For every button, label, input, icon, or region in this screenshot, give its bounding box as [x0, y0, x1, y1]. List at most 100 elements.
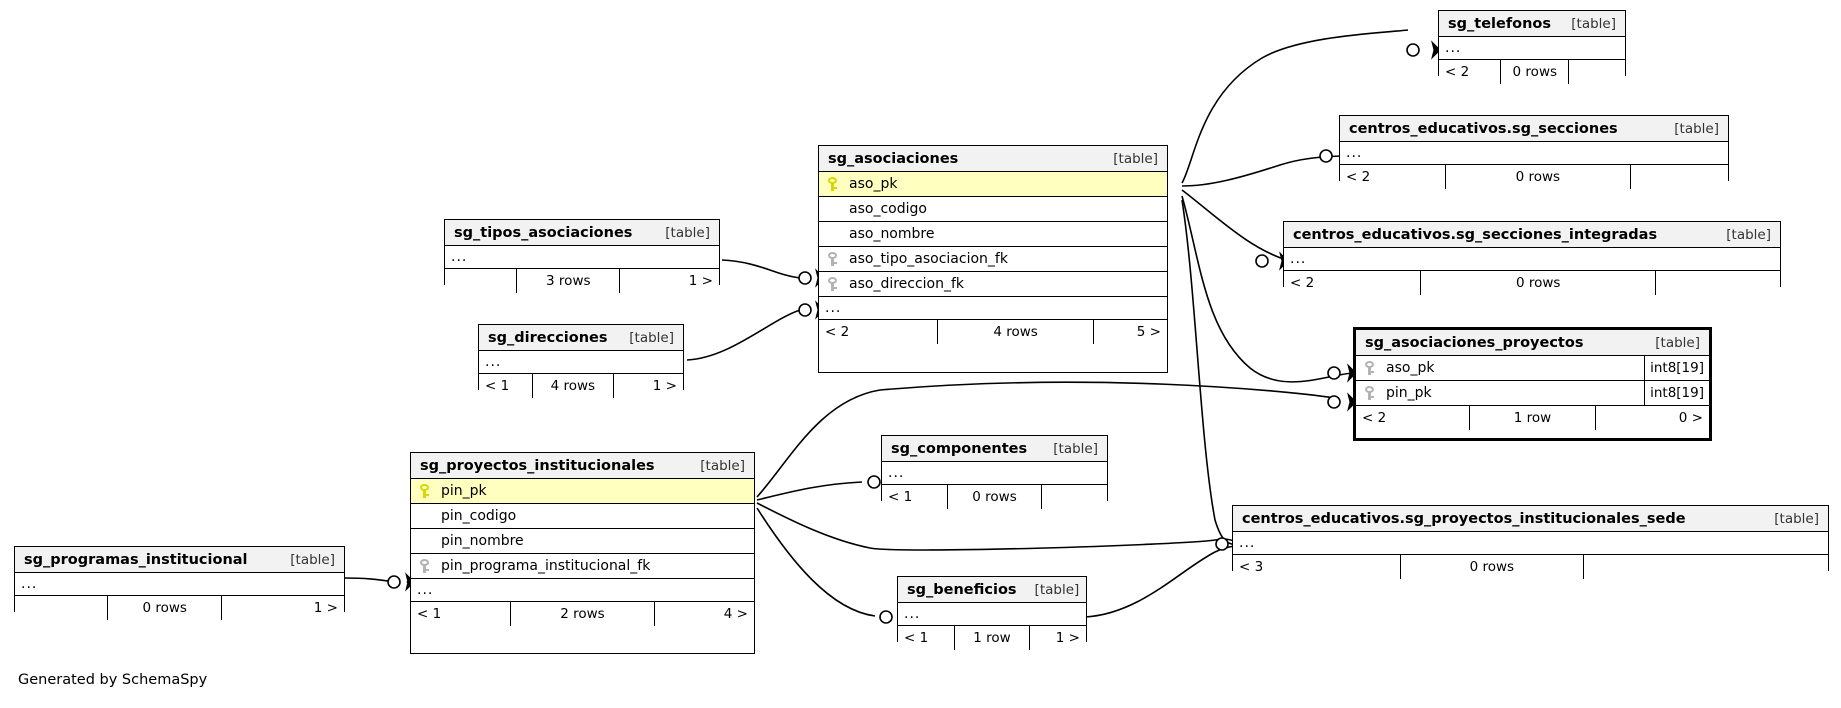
table-header: sg_direcciones [table]	[479, 325, 683, 351]
column-row[interactable]: aso_codigo	[819, 197, 1167, 222]
table-header: centros_educativos.sg_proyectos_instituc…	[1233, 506, 1828, 532]
primary-key-icon	[819, 177, 845, 191]
table-sg_asociaciones[interactable]: sg_asociaciones [table] aso_pk aso_codig…	[818, 145, 1168, 373]
column-name: aso_codigo	[849, 201, 927, 217]
column-name: aso_direccion_fk	[849, 276, 965, 292]
column-row[interactable]: pin_pk int8[19]	[1356, 381, 1709, 406]
column-type: int8[19]	[1644, 356, 1709, 380]
foreign-key-icon	[411, 559, 437, 573]
column-row[interactable]: aso_pk int8[19]	[1356, 356, 1709, 381]
column-row[interactable]: aso_nombre	[819, 222, 1167, 247]
table-footer: < 2 0 rows	[1439, 60, 1625, 84]
footer-parents: < 2	[1346, 169, 1371, 185]
footer-children: 1 >	[1055, 630, 1080, 646]
collapsed-columns-indicator: ...	[1439, 37, 1625, 60]
collapsed-columns-indicator: ...	[411, 579, 754, 602]
table-sg_proyectos_institucionales[interactable]: sg_proyectos_institucionales [table] pin…	[410, 452, 755, 654]
footer-children	[1569, 60, 1625, 84]
table-sg_componentes[interactable]: sg_componentes [table] ... < 1 0 rows	[881, 435, 1108, 509]
table-centros_educativos-sg_proyectos_institucionales_sede[interactable]: centros_educativos.sg_proyectos_instituc…	[1232, 505, 1829, 579]
footer-parents: < 2	[1445, 64, 1470, 80]
footer-rowcount: 4 rows	[937, 320, 1094, 344]
footer-children: 1 >	[688, 273, 713, 289]
table-sg_direcciones[interactable]: sg_direcciones [table] ... < 1 4 rows 1 …	[478, 324, 684, 398]
table-header: sg_beneficios [table]	[898, 577, 1086, 603]
table-footer: < 2 4 rows 5 >	[819, 320, 1167, 344]
column-row-pk[interactable]: aso_pk	[819, 172, 1167, 197]
column-name: pin_pk	[441, 483, 487, 499]
collapsed-columns-indicator: ...	[15, 573, 344, 596]
footer-children	[1656, 271, 1780, 295]
table-title: sg_telefonos	[1448, 15, 1552, 32]
table-sg_tipos_asociaciones[interactable]: sg_tipos_asociaciones [table] ... 3 rows…	[444, 219, 720, 293]
footer-rowcount: 4 rows	[532, 374, 614, 398]
table-sg_beneficios[interactable]: sg_beneficios [table] ... < 1 1 row 1 >	[897, 576, 1087, 650]
footer-children	[1042, 485, 1107, 509]
footer-parents: < 1	[904, 630, 929, 646]
footer-parents: < 3	[1239, 559, 1264, 575]
column-name: aso_pk	[849, 176, 898, 192]
collapsed-columns-indicator: ...	[1340, 142, 1728, 165]
footer-parents	[445, 269, 516, 293]
table-kind-label: [table]	[1726, 226, 1771, 243]
table-kind-label: [table]	[1655, 334, 1700, 351]
footer-children: 5 >	[1136, 324, 1161, 340]
table-header: sg_proyectos_institucionales [table]	[411, 453, 754, 479]
footer-rowcount: 0 rows	[1420, 271, 1656, 295]
table-kind-label: [table]	[290, 551, 335, 568]
table-title: sg_direcciones	[488, 329, 608, 346]
footer-parents: < 2	[825, 324, 850, 340]
table-centros_educativos-sg_secciones[interactable]: centros_educativos.sg_secciones [table] …	[1339, 115, 1729, 189]
table-title: sg_asociaciones_proyectos	[1365, 334, 1584, 351]
table-kind-label: [table]	[1571, 15, 1616, 32]
table-header: sg_programas_institucional [table]	[15, 547, 344, 573]
footer-rowcount: 0 rows	[107, 596, 223, 620]
column-name: aso_nombre	[849, 226, 935, 242]
column-row[interactable]: pin_codigo	[411, 504, 754, 529]
table-centros_educativos-sg_secciones_integradas[interactable]: centros_educativos.sg_secciones_integrad…	[1283, 221, 1781, 295]
column-name: pin_codigo	[441, 508, 517, 524]
table-kind-label: [table]	[1774, 510, 1819, 527]
table-sg_programas_institucional[interactable]: sg_programas_institucional [table] ... 0…	[14, 546, 345, 620]
table-header: sg_componentes [table]	[882, 436, 1107, 462]
table-footer: < 1 2 rows 4 >	[411, 602, 754, 626]
table-title: centros_educativos.sg_secciones	[1349, 120, 1618, 137]
table-footer: 0 rows 1 >	[15, 596, 344, 620]
footer-parents: < 1	[888, 489, 913, 505]
column-row[interactable]: aso_direccion_fk	[819, 272, 1167, 297]
column-name: pin_nombre	[441, 533, 524, 549]
table-kind-label: [table]	[1053, 440, 1098, 457]
table-title: sg_proyectos_institucionales	[420, 457, 655, 474]
foreign-key-icon	[819, 252, 845, 266]
footer-parents: < 2	[1362, 410, 1387, 426]
collapsed-columns-indicator: ...	[898, 603, 1086, 626]
footer-children	[1584, 555, 1828, 579]
column-row-pk[interactable]: pin_pk	[411, 479, 754, 504]
collapsed-columns-indicator: ...	[1233, 532, 1828, 555]
collapsed-columns-indicator: ...	[479, 351, 683, 374]
column-name: aso_pk	[1386, 360, 1435, 376]
table-footer: < 2 1 row 0 >	[1356, 406, 1709, 430]
footer-children: 1 >	[652, 378, 677, 394]
column-row[interactable]: pin_nombre	[411, 529, 754, 554]
footer-children: 0 >	[1678, 410, 1703, 426]
footer-rowcount: 0 rows	[1444, 165, 1631, 189]
table-kind-label: [table]	[700, 457, 745, 474]
table-header: centros_educativos.sg_secciones_integrad…	[1284, 222, 1780, 248]
table-kind-label: [table]	[1113, 150, 1158, 167]
foreign-key-icon	[819, 277, 845, 291]
column-row[interactable]: aso_tipo_asociacion_fk	[819, 247, 1167, 272]
table-sg_telefonos[interactable]: sg_telefonos [table] ... < 2 0 rows	[1438, 10, 1626, 84]
footer-parents: < 1	[485, 378, 510, 394]
table-sg_asociaciones_proyectos[interactable]: sg_asociaciones_proyectos [table] aso_pk…	[1353, 327, 1712, 441]
column-row[interactable]: pin_programa_institucional_fk	[411, 554, 754, 579]
column-name: pin_pk	[1386, 385, 1432, 401]
table-title: sg_beneficios	[907, 581, 1017, 598]
foreign-key-icon	[1356, 386, 1382, 400]
footer-children	[1631, 165, 1728, 189]
column-name: aso_tipo_asociacion_fk	[849, 251, 1008, 267]
table-title: centros_educativos.sg_proyectos_instituc…	[1242, 510, 1686, 527]
table-header: sg_asociaciones_proyectos [table]	[1356, 330, 1709, 356]
table-kind-label: [table]	[629, 329, 674, 346]
